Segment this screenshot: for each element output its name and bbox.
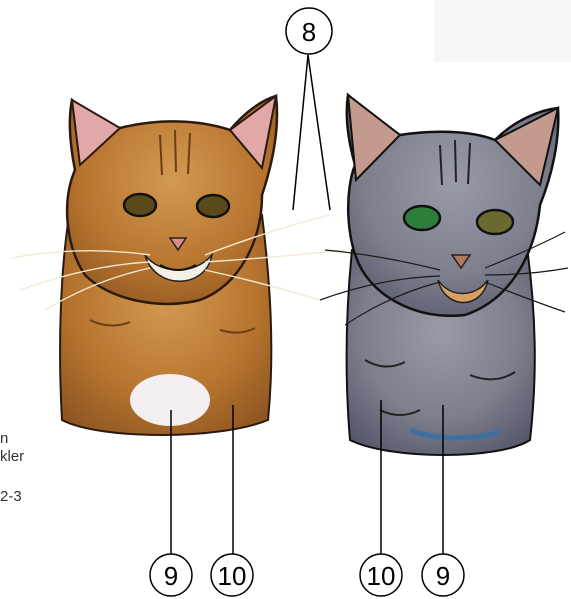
callout-label-10-right: 10 [367,561,396,591]
callout-label-9-left: 9 [164,561,178,591]
callout-label-9-right: 9 [436,561,450,591]
grey-cat-left-eye [404,206,440,230]
callout-label-8: 8 [302,17,316,47]
grey-cat [320,95,568,455]
leader-line-8-left [293,55,308,210]
callout-label-10-left: 10 [218,561,247,591]
orange-cat-chest-patch [130,374,210,426]
grey-cat-right-eye [477,210,513,234]
leader-line-8-right [308,55,330,210]
orange-cat-right-eye [197,195,229,217]
orange-cat [12,96,345,435]
orange-cat-left-eye [124,194,156,216]
